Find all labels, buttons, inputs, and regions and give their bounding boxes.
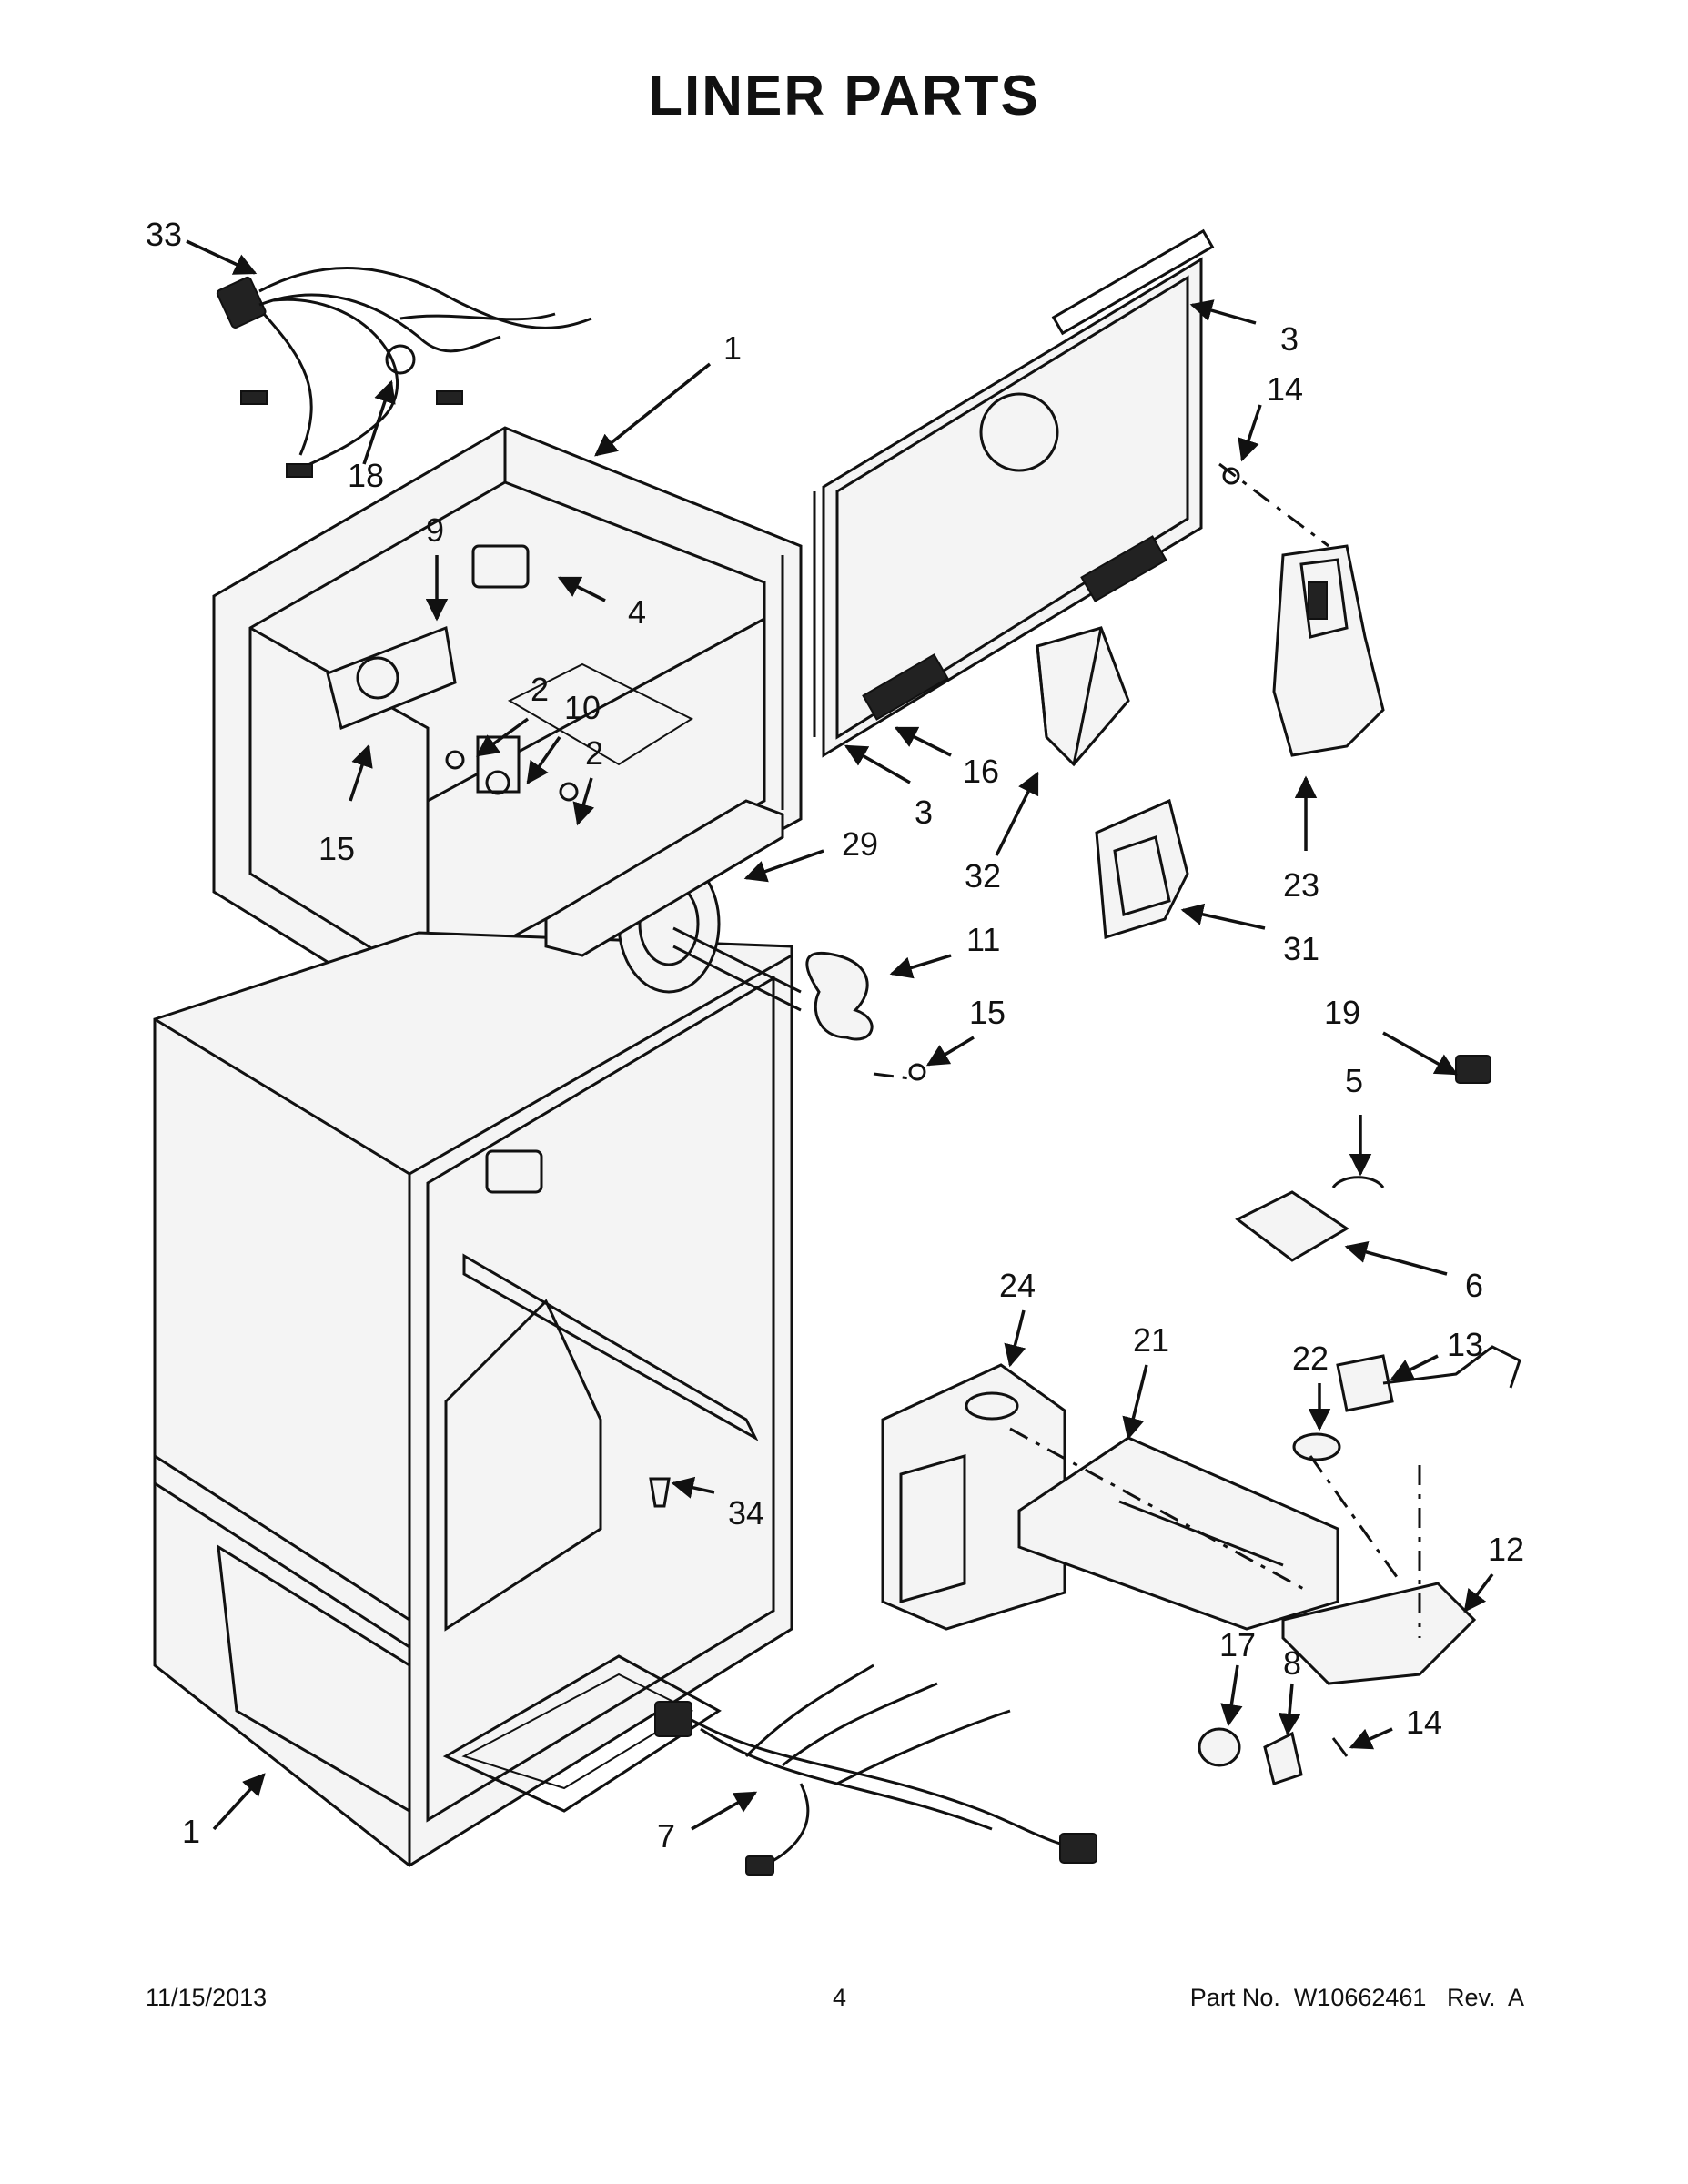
leader-12 xyxy=(1463,1572,1494,1613)
fan-blade xyxy=(672,926,874,1041)
screw-15b xyxy=(908,1063,926,1081)
callout-29: 29 xyxy=(842,825,878,863)
callout-24: 24 xyxy=(999,1267,1036,1304)
callout-22: 22 xyxy=(1292,1340,1329,1377)
callout-33: 33 xyxy=(146,216,182,253)
light-socket xyxy=(326,625,457,731)
footer-part-number: Part No. W10662461 Rev. A xyxy=(1189,1984,1524,2011)
leader-8 xyxy=(1278,1683,1301,1736)
leader-2a xyxy=(476,717,530,757)
vent-cover-lower xyxy=(485,1149,543,1194)
callout-2b: 2 xyxy=(585,734,603,772)
clip-5 xyxy=(1331,1176,1385,1188)
leader-19 xyxy=(1382,1031,1459,1076)
screw-2a xyxy=(445,750,465,770)
callout-17: 17 xyxy=(1219,1626,1256,1663)
footer-page-number: 4 xyxy=(833,1984,847,2011)
control-board-6 xyxy=(1235,1190,1349,1262)
air-duct xyxy=(1036,626,1130,767)
footer-date: 11/15/2013 xyxy=(146,1984,268,2011)
callout-14-top: 14 xyxy=(1267,370,1303,408)
leader-15a xyxy=(349,743,373,802)
leader-33 xyxy=(186,239,258,275)
callout-7: 7 xyxy=(657,1817,675,1855)
lamp-17 xyxy=(1198,1727,1241,1767)
drain-34 xyxy=(649,1477,671,1508)
page-title: LINER PARTS xyxy=(648,65,1040,127)
callout-23: 23 xyxy=(1283,866,1319,904)
leader-24 xyxy=(1004,1309,1026,1368)
leader-3-bottom xyxy=(844,744,911,784)
screw-14b xyxy=(1331,1737,1349,1757)
callout-2a: 2 xyxy=(531,671,549,708)
wire-harness-top xyxy=(216,267,592,478)
control-housing xyxy=(1272,544,1385,757)
callout-9: 9 xyxy=(426,511,444,549)
leader-31 xyxy=(1180,903,1266,930)
callout-8: 8 xyxy=(1283,1644,1301,1682)
evaporator-cover xyxy=(813,228,1215,758)
callout-15b: 15 xyxy=(969,994,1006,1031)
callout-13: 13 xyxy=(1447,1326,1483,1363)
assembly-line-14 xyxy=(1218,462,1329,548)
ice-module xyxy=(881,1345,1521,1685)
callout-3-top: 3 xyxy=(1280,320,1299,358)
leader-16 xyxy=(894,726,952,757)
wire-harness-bottom xyxy=(654,1663,1097,1876)
callout-16: 16 xyxy=(963,753,999,790)
leader-10 xyxy=(526,735,561,785)
leader-1-top xyxy=(594,362,712,457)
assembly-line-24 xyxy=(1009,1427,1311,1594)
leader-4-top xyxy=(557,576,606,602)
leader-7 xyxy=(691,1791,758,1831)
callout-14-bottom: 14 xyxy=(1406,1704,1442,1741)
callout-4-top: 4 xyxy=(628,593,646,631)
leader-1-bottom xyxy=(212,1773,266,1831)
screw-2b xyxy=(559,782,579,802)
leader-15b xyxy=(925,1036,975,1067)
callout-34: 34 xyxy=(728,1494,764,1532)
leader-21 xyxy=(1122,1364,1148,1441)
leader-2b xyxy=(572,777,595,826)
callout-1-bottom: 1 xyxy=(182,1813,200,1850)
assembly-line-22 xyxy=(1309,1455,1403,1584)
leader-18 xyxy=(362,379,396,465)
callout-12: 12 xyxy=(1488,1531,1524,1568)
callout-6: 6 xyxy=(1465,1267,1483,1304)
leader-14-top xyxy=(1238,404,1262,462)
callout-10: 10 xyxy=(564,689,601,726)
vent-cover-upper xyxy=(471,544,530,589)
leader-3-top xyxy=(1189,299,1257,325)
callout-5: 5 xyxy=(1345,1062,1363,1099)
leader-29 xyxy=(743,849,824,883)
screw-14a xyxy=(1222,467,1240,485)
callout-18: 18 xyxy=(348,457,384,494)
callout-11: 11 xyxy=(966,921,1000,958)
leader-14-bottom xyxy=(1349,1727,1393,1750)
sensor-8 xyxy=(1263,1731,1303,1785)
callout-15a: 15 xyxy=(318,830,355,867)
leader-11 xyxy=(889,954,952,979)
air-diffuser xyxy=(1095,798,1189,939)
callout-19: 19 xyxy=(1324,994,1360,1031)
callout-3-bottom: 3 xyxy=(915,794,933,831)
fresh-food-liner xyxy=(153,931,793,1867)
callout-21: 21 xyxy=(1133,1321,1169,1359)
leader-17 xyxy=(1220,1664,1243,1727)
callout-1-top: 1 xyxy=(723,329,742,367)
assembly-line-15 xyxy=(873,1072,911,1080)
leader-34 xyxy=(671,1476,715,1499)
callout-31: 31 xyxy=(1283,930,1319,967)
switch-19 xyxy=(1455,1055,1491,1084)
leader-32 xyxy=(995,771,1039,856)
callout-32: 32 xyxy=(965,857,1001,895)
leader-6 xyxy=(1344,1240,1448,1276)
leader-13 xyxy=(1390,1354,1439,1380)
